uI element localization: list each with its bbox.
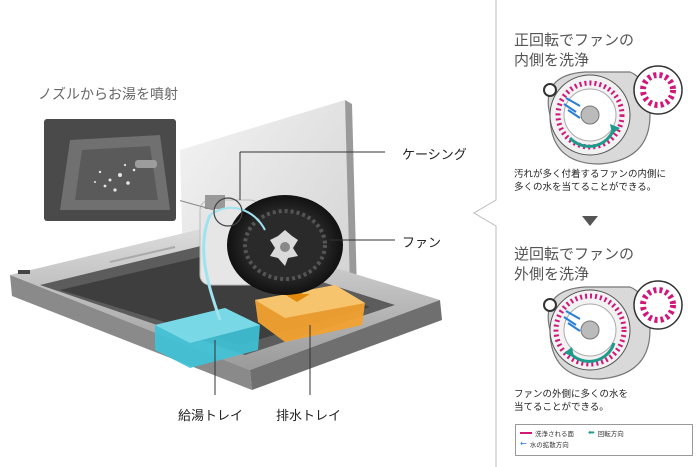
bottom-panel-desc-line2: 当てることができる。 [514,402,609,413]
bottom-panel-desc: ファンの外側に多くの水を 当てることができる。 [514,388,628,414]
bottom-panel-title-line2: 外側を洗浄 [514,265,590,283]
legend-water-spray-direction: 水の拡散方向 [529,440,569,449]
top-panel-desc-line2: 多くの水を当てることができる。 [514,182,657,193]
top-fan-diagram [543,65,683,165]
panel-divider [473,0,497,467]
range-hood-illustration [10,100,442,395]
rotation-arrow-icon: ⬅ [588,428,595,437]
drain-tray [255,285,365,342]
nozzle-label: ノズルからお湯を噴射 [38,87,178,103]
legend-row-2: ← 水の拡散方向 [520,438,688,449]
legend-washed-surface: 洗浄される面 [535,429,574,438]
bottom-panel-desc-line1: ファンの外側に多くの水を [514,389,629,400]
bottom-panel-title-line1: 逆回転でファンの [514,245,635,263]
top-panel-desc: 汚れが多く付着するファンの内側に 多くの水を当てることができる。 [514,168,666,194]
legend-box: 洗浄される面 ⬅ 回転方向 ← 水の拡散方向 [515,424,693,456]
down-arrow-icon [582,216,598,226]
fan-label: ファン [402,236,442,251]
supply-tray-label: 給湯トレイ [178,409,244,424]
nozzle-photo [40,115,180,225]
nozzle-callout-circle [213,197,243,227]
top-panel-title: 正回転でファンの 内側を洗浄 [514,30,634,70]
legend-row-1: 洗浄される面 ⬅ 回転方向 [520,427,688,438]
bottom-fan-diagram [543,280,683,380]
casing-label: ケーシング [402,148,467,163]
supply-tray [155,308,260,368]
washed-surface-swatch [520,431,532,434]
top-panel-title-line1: 正回転でファンの [514,31,635,49]
top-panel-title-line2: 内側を洗浄 [514,51,590,69]
fan [227,195,343,295]
drain-tray-label: 排水トレイ [276,409,342,424]
bottom-panel-title: 逆回転でファンの 外側を洗浄 [514,244,634,284]
spray-arrow-icon: ← [520,439,527,448]
top-panel-desc-line1: 汚れが多く付着するファンの内側に [514,169,667,180]
legend-rotation-direction: 回転方向 [597,429,624,438]
